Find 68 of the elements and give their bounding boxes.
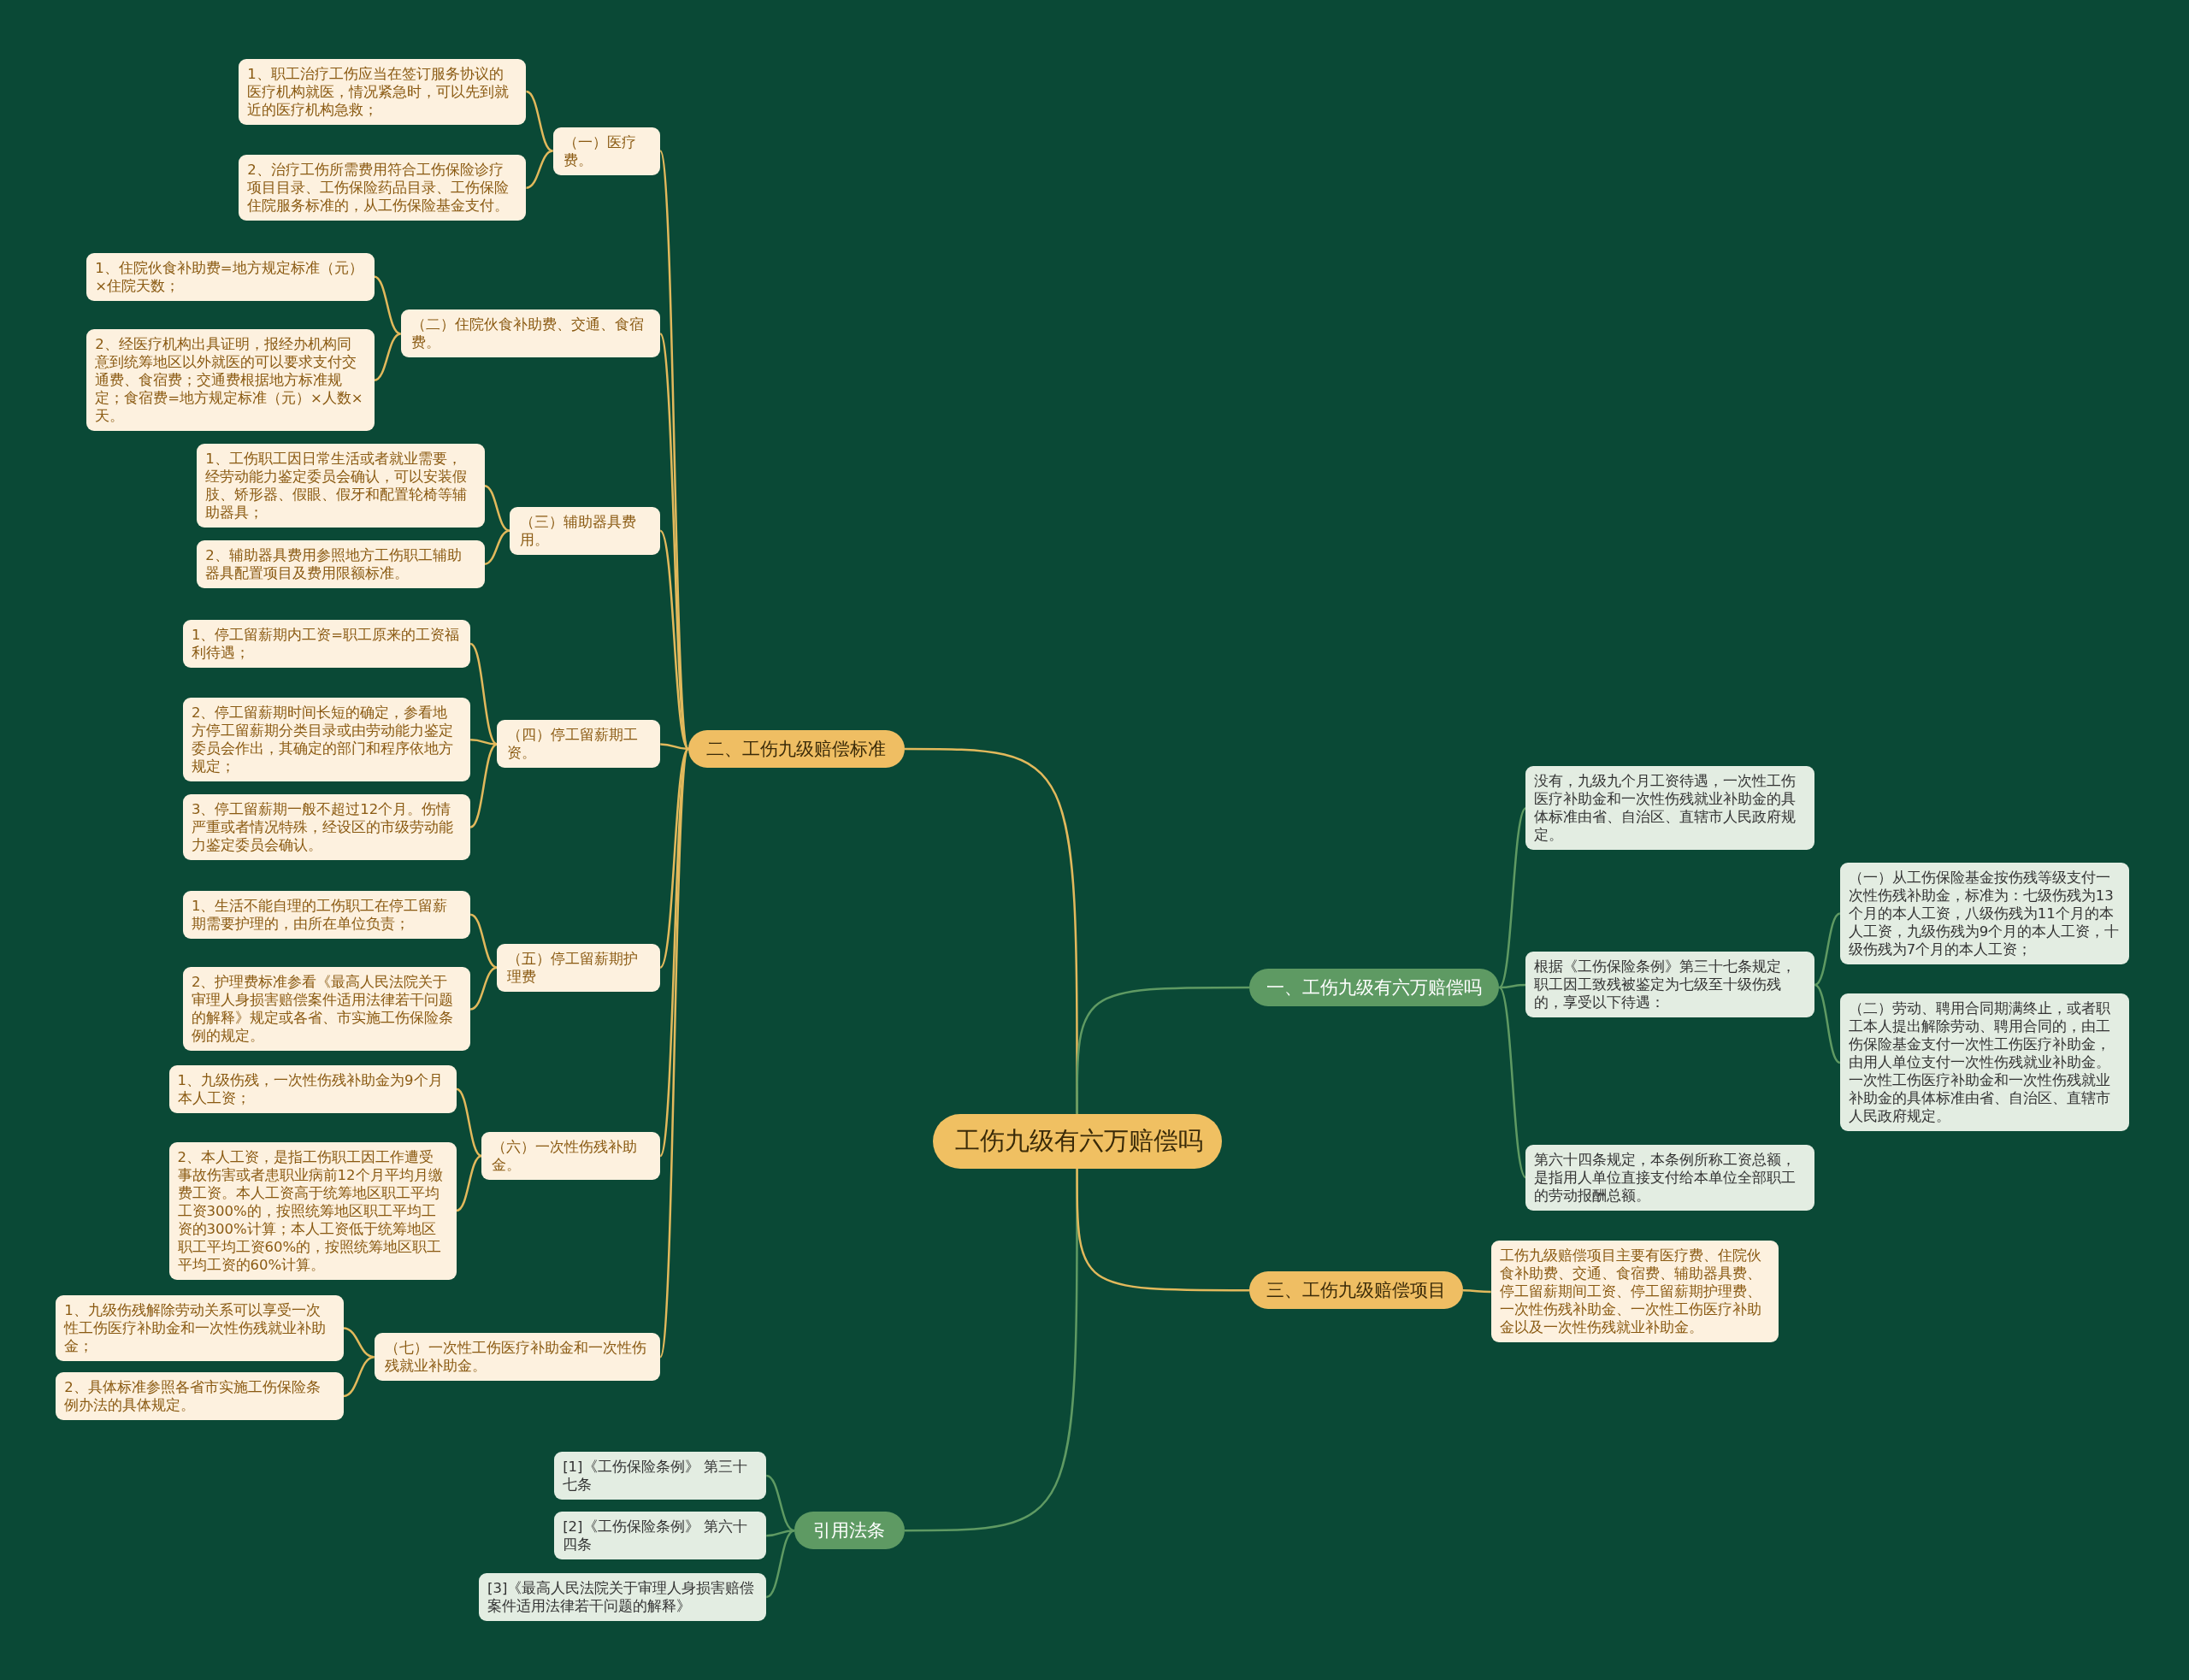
text-card: 2、经医疗机构出具证明，报经办机构同意到统筹地区以外就医的可以要求支付交通费、食宿费；交通费根据地方标准规定；食宿费=地方规定标准（元）×人数×天。 bbox=[86, 329, 375, 432]
branch-topic: 二、工伤九级赔偿标准 bbox=[687, 729, 905, 768]
text-card: 1、生活不能自理的工伤职工在停工留薪期需要护理的，由所在单位负责； bbox=[182, 890, 471, 939]
text-card: 1、工伤职工因日常生活或者就业需要，经劳动能力鉴定委员会确认，可以安装假肢、矫形器、假眼、假牙和配置轮椅等辅助器具； bbox=[197, 444, 485, 528]
connector bbox=[1498, 807, 1527, 988]
connector bbox=[659, 748, 690, 1358]
text-card: 1、九级伤残解除劳动关系可以享受一次性工伤医疗补助金和一次性伤残就业补助金； bbox=[56, 1295, 344, 1362]
text-card: 第六十四条规定，本条例所称工资总额，是指用人单位直接支付给本单位全部职工的劳动报酬总额。 bbox=[1525, 1144, 1815, 1211]
connector bbox=[659, 748, 689, 969]
connector bbox=[469, 743, 498, 828]
central-topic: 工伤九级有六万赔偿吗 bbox=[932, 1113, 1222, 1169]
subtopic-box: （三）辅助器具费用。 bbox=[509, 506, 661, 555]
text-card: 没有，九级九个月工资待遇，一次性工伤医疗补助金和一次性伤残就业补助金的具体标准由省、自治区、直辖市人民政府规定。 bbox=[1525, 766, 1815, 851]
subtopic-box: （七）一次性工伤医疗补助金和一次性伤残就业补助金。 bbox=[374, 1333, 661, 1382]
text-card: 1、停工留薪期内工资=职工原来的工资福利待遇； bbox=[182, 619, 471, 668]
connector bbox=[469, 913, 498, 969]
connector bbox=[374, 333, 401, 381]
connector bbox=[1463, 1289, 1491, 1294]
connector bbox=[765, 1530, 795, 1599]
subtopic-box: （二）住院伙食补助费、交通、食宿费。 bbox=[400, 309, 661, 358]
connector bbox=[1499, 983, 1526, 989]
connector bbox=[660, 743, 688, 751]
text-card: 2、辅助器具费用参照地方工伤职工辅助器具配置项目及费用限额标准。 bbox=[197, 539, 485, 588]
text-card: [1]《工伤保险条例》 第三十七条 bbox=[554, 1451, 767, 1500]
text-card: 2、停工留薪期时间长短的确定，参看地方停工留薪期分类目录或由劳动能力鉴定委员会作出，其确定的部门和程序依地方规定； bbox=[182, 698, 471, 782]
connector bbox=[456, 1154, 482, 1212]
branch-topic: 引用法条 bbox=[794, 1512, 905, 1550]
connector bbox=[766, 1529, 794, 1537]
connector bbox=[1814, 912, 1841, 987]
connector bbox=[469, 642, 498, 746]
text-card: 2、治疗工伤所需费用符合工伤保险诊疗项目目录、工伤保险药品目录、工伤保险住院服务标准的，从工伤保险基金支付。 bbox=[239, 155, 527, 221]
text-card: [3]《最高人民法院关于审理人身损害赔偿案件适用法律若干问题的解释》 bbox=[479, 1573, 767, 1621]
text-card: （一）从工伤保险基金按伤残等级支付一次性伤残补助金，标准为：七级伤残为13个月的本人工资，八级伤残为11个月的本人工资，九级伤残为9个月的本人工资，十级伤残为7个月的本人工资； bbox=[1839, 862, 2129, 964]
text-card: 1、九级伤残，一次性伤残补助金为9个月本人工资； bbox=[168, 1064, 457, 1113]
connector bbox=[343, 1327, 375, 1359]
subtopic-box: （五）停工留薪期护理费 bbox=[497, 943, 661, 992]
text-card: 根据《工伤保险条例》第三十七条规定，职工因工致残被鉴定为七级至十级伤残的，享受以下待遇： bbox=[1525, 952, 1815, 1018]
connector bbox=[659, 748, 690, 1157]
branch-topic: 三、工伤九级赔偿项目 bbox=[1249, 1271, 1463, 1310]
text-card: 工伤九级赔偿项目主要有医疗费、住院伙食补助费、交通、食宿费、辅助器具费、停工留薪期间工资、停工留薪期护理费、一次性伤残补助金、一次性工伤医疗补助金以及一次性伤残就业补助金。 bbox=[1490, 1241, 1779, 1343]
connector bbox=[484, 529, 510, 566]
text-card: （二）劳动、聘用合同期满终止，或者职工本人提出解除劳动、聘用合同的，由工伤保险基金支付一次性工伤医疗补助金，由用人单位支付一次性伤残就业补助金。一次性工伤医疗补助金和一次性伤残就业补助金的具体标准由省、自治区、直辖市人民政府规定。 bbox=[1839, 993, 2129, 1132]
connector bbox=[470, 739, 498, 746]
text-card: 2、具体标准参照各省市实施工伤保险条例办法的具体规定。 bbox=[56, 1371, 344, 1420]
subtopic-box: （四）停工留薪期工资。 bbox=[497, 720, 661, 769]
text-card: [2]《工伤保险条例》 第六十四条 bbox=[554, 1512, 767, 1560]
connector bbox=[526, 150, 553, 189]
branch-topic: 一、工伤九级有六万赔偿吗 bbox=[1249, 969, 1500, 1007]
connector bbox=[1076, 1168, 1250, 1292]
connector bbox=[374, 275, 401, 335]
text-card: 1、住院伙食补助费=地方规定标准（元）×住院天数； bbox=[86, 252, 375, 301]
subtopic-box: （六）一次性伤残补助金。 bbox=[481, 1132, 661, 1181]
text-card: 1、职工治疗工伤应当在签订服务协议的医疗机构就医，情况紧急时，可以先到就近的医疗机构急救； bbox=[239, 58, 527, 125]
connector bbox=[526, 90, 553, 152]
connector bbox=[1814, 983, 1841, 1064]
subtopic-box: （一）医疗费。 bbox=[552, 127, 661, 175]
text-card: 2、护理费标准参看《最高人民法院关于审理人身损害赔偿案件适用法律若干问题的解释》规定或各省、市实施工伤保险条例的规定。 bbox=[182, 967, 471, 1052]
connector bbox=[469, 966, 498, 1011]
text-card: 2、本人工资，是指工伤职工因工作遭受事故伤害或者患职业病前12个月平均月缴费工资。本人工资高于统筹地区职工平均工资300%的，按照统筹地区职工平均工资的300%计算；本人工资低于统筹地区职工平均工资60%的，按照统筹地区职工平均工资的60%计算。 bbox=[168, 1141, 457, 1280]
connector bbox=[659, 333, 690, 750]
connector bbox=[1076, 986, 1250, 1114]
connector bbox=[343, 1355, 375, 1398]
connector bbox=[456, 1088, 482, 1158]
connector bbox=[765, 1474, 795, 1532]
connector bbox=[1498, 987, 1527, 1179]
text-card: 3、停工留薪期一般不超过12个月。伤情严重或者情况特殊，经设区的市级劳动能力鉴定委员会确认。 bbox=[182, 793, 471, 860]
connector bbox=[484, 484, 510, 532]
connector bbox=[659, 529, 689, 750]
